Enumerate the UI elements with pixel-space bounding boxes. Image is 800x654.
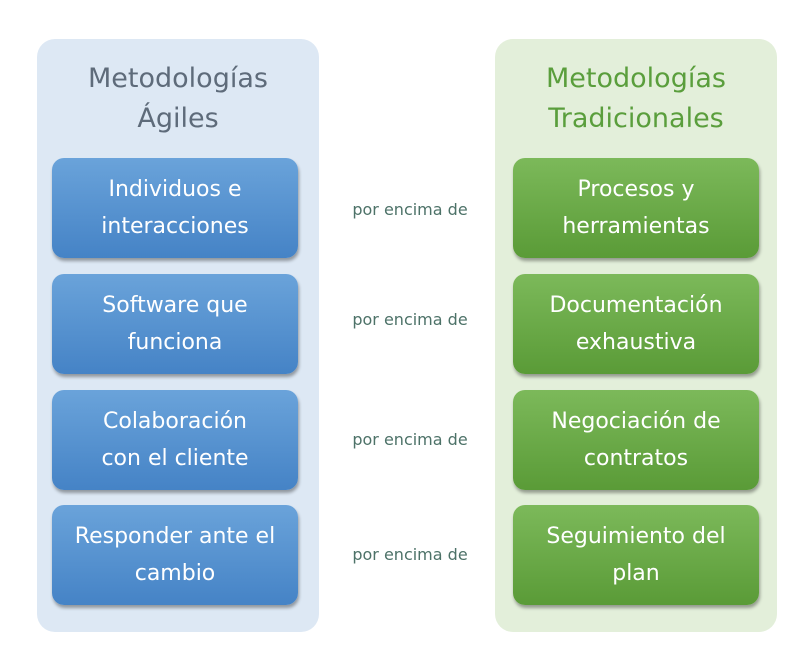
agile-item-label: Individuos e interacciones <box>101 177 249 239</box>
traditional-item: Seguimiento del plan <box>513 505 759 605</box>
traditional-item: Documentación exhaustiva <box>513 274 759 374</box>
agile-item-label: Software que funciona <box>102 293 248 355</box>
agile-title-line1: Metodologías <box>88 63 268 94</box>
traditional-item: Negociación de contratos <box>513 390 759 490</box>
agile-item-label: Colaboración con el cliente <box>101 409 249 471</box>
agile-item: Individuos e interacciones <box>52 158 298 258</box>
agile-item: Software que funciona <box>52 274 298 374</box>
connector-label: por encima de <box>352 200 468 219</box>
traditional-title-line1: Metodologías <box>546 63 726 94</box>
traditional-item-label: Negociación de contratos <box>551 409 721 471</box>
connector-label: por encima de <box>352 545 468 564</box>
traditional-item: Procesos y herramientas <box>513 158 759 258</box>
agile-item-label: Responder ante el cambio <box>74 524 276 586</box>
traditional-title-line2: Tradicionales <box>548 103 724 134</box>
traditional-item-label: Procesos y herramientas <box>562 177 710 239</box>
traditional-item-label: Seguimiento del plan <box>546 524 726 586</box>
connector-label: por encima de <box>352 310 468 329</box>
traditional-item-label: Documentación exhaustiva <box>549 293 723 355</box>
connector-label: por encima de <box>352 430 468 449</box>
agile-item: Responder ante el cambio <box>52 505 298 605</box>
agile-title-line2: Ágiles <box>137 103 219 134</box>
agile-item: Colaboración con el cliente <box>52 390 298 490</box>
